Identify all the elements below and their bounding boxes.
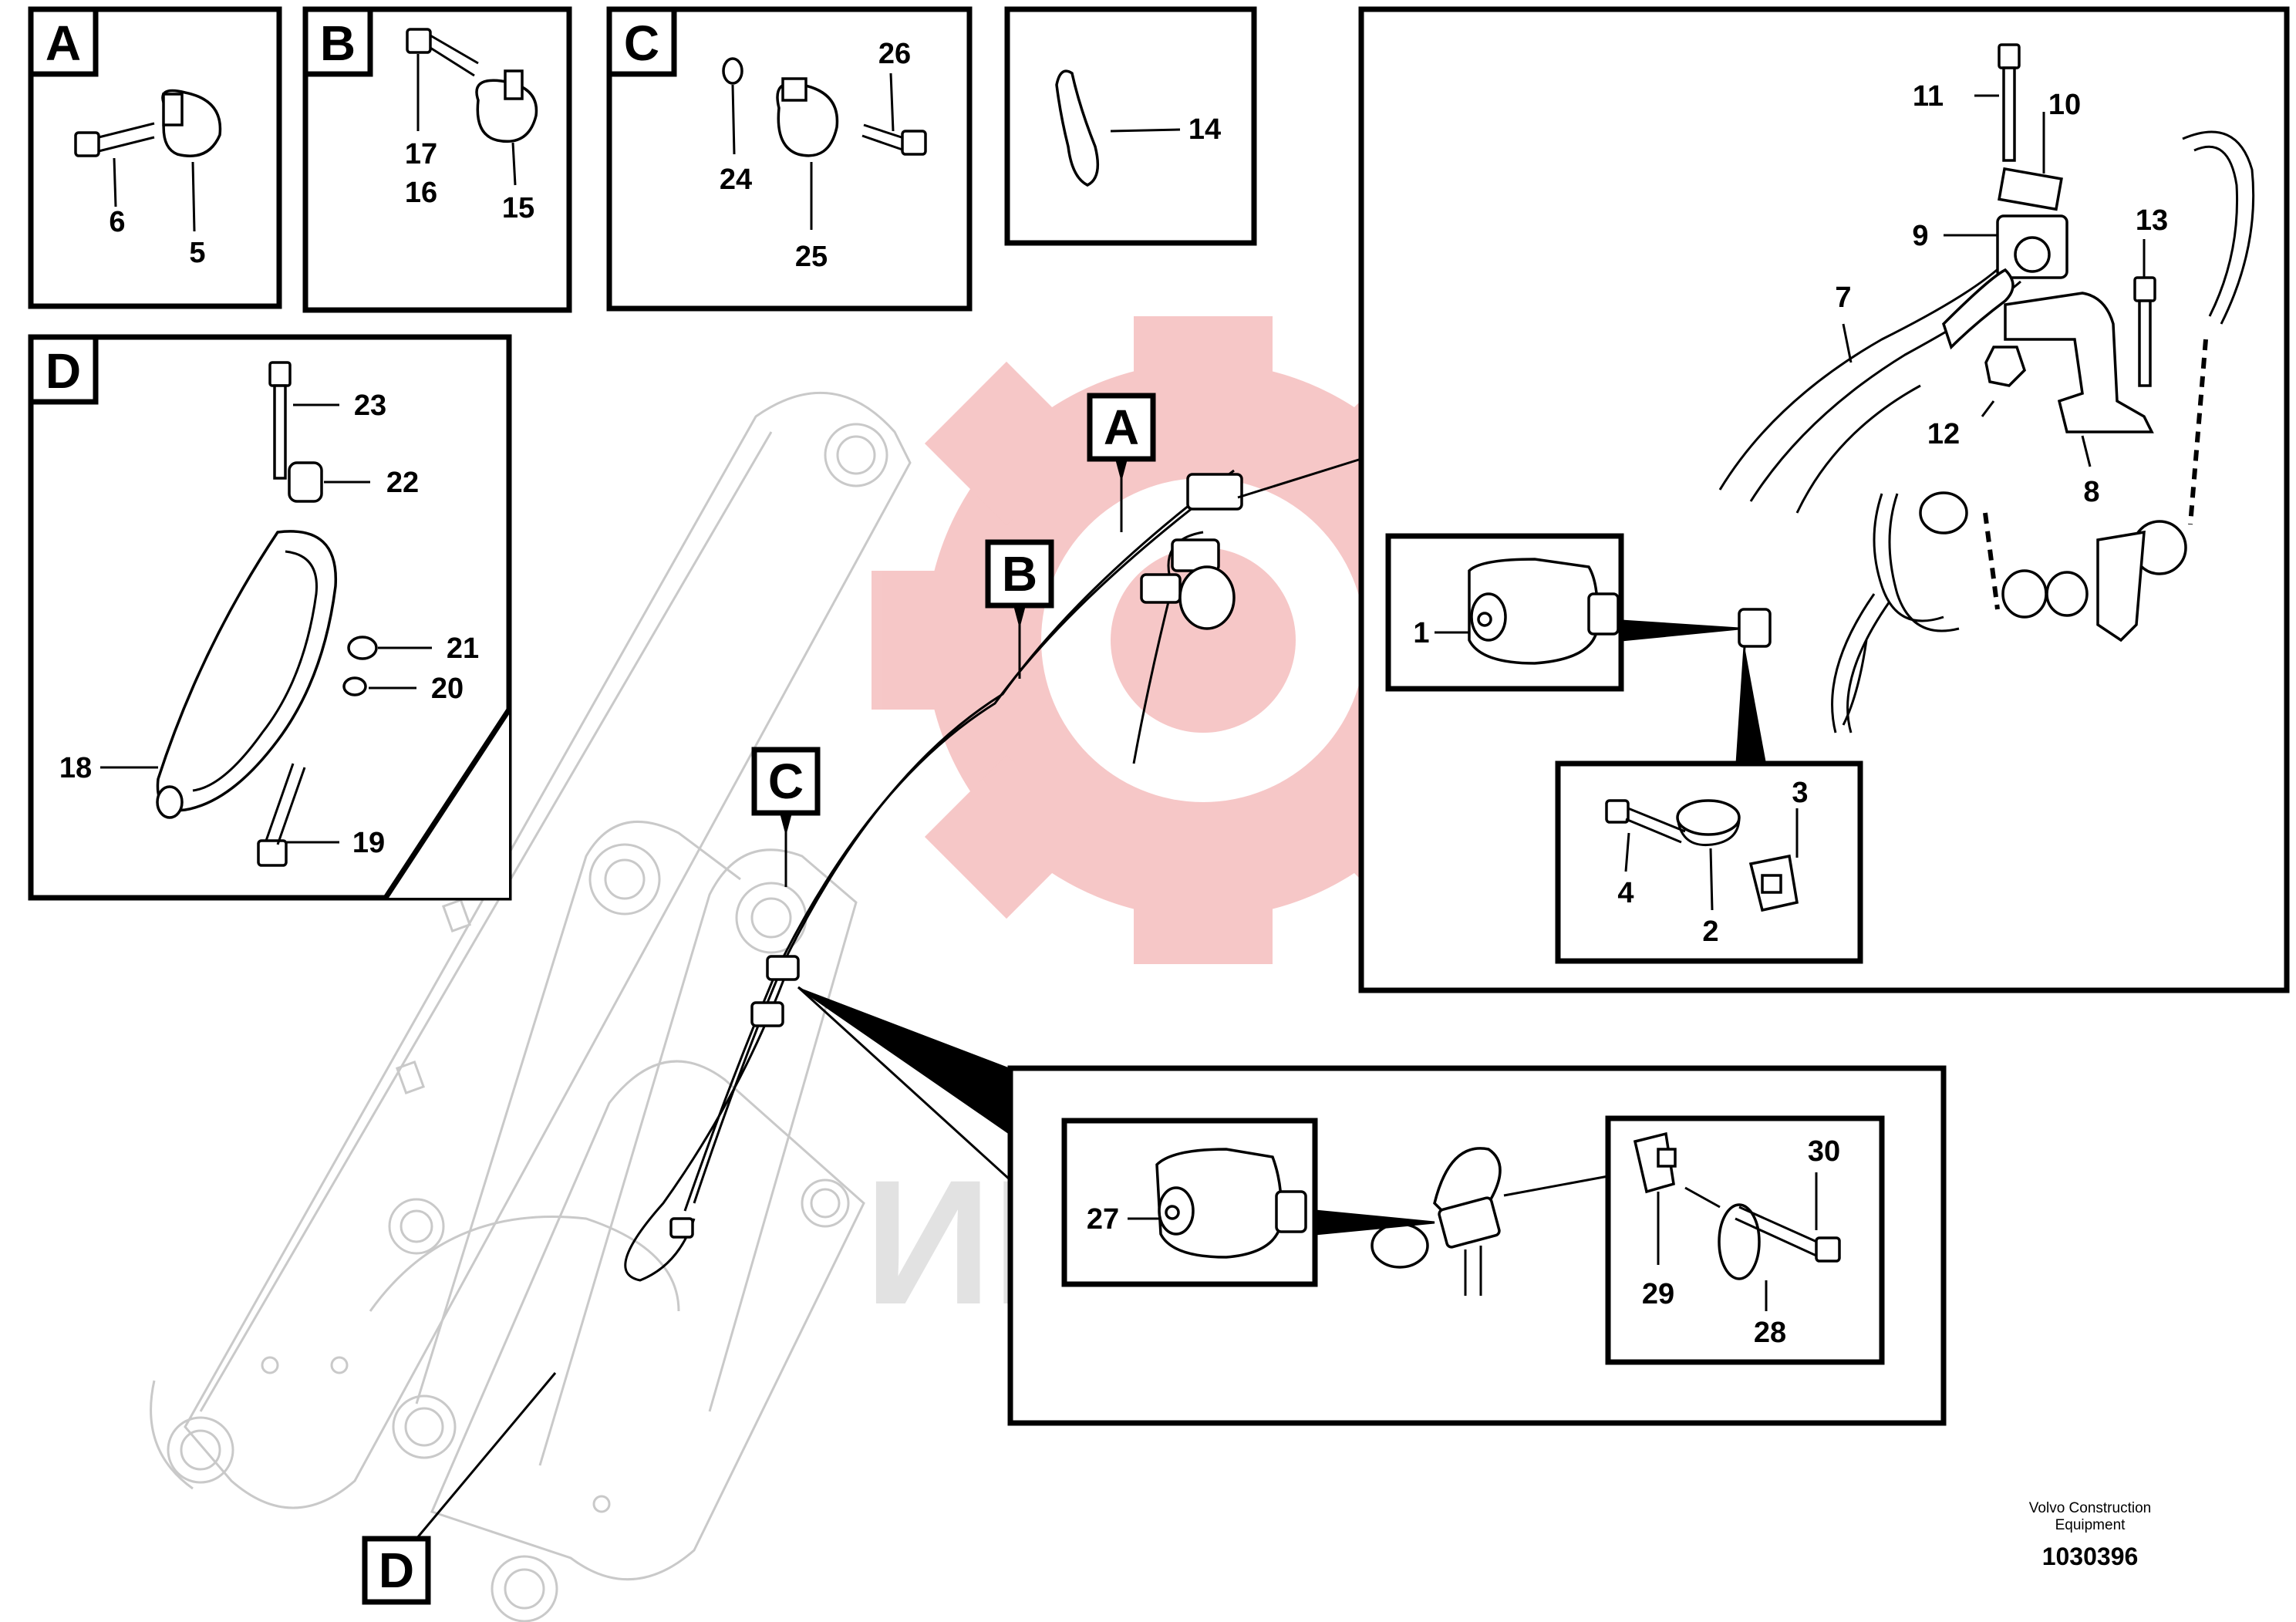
svg-text:23: 23 (354, 389, 386, 422)
clamp-icon (1684, 1186, 1761, 1280)
detail-b: B 17 16 15 (302, 6, 572, 313)
svg-text:22: 22 (386, 467, 419, 499)
callout-b: B (985, 539, 1054, 679)
bolt-icon (1735, 1206, 1841, 1263)
detail-cable-tie: 14 (1004, 6, 1257, 246)
svg-text:13: 13 (2136, 204, 2168, 237)
loader-boom (150, 392, 912, 1622)
svg-text:8: 8 (2083, 476, 2099, 508)
washer-icon (342, 636, 378, 696)
sensor-loop-icon (1371, 1147, 1502, 1296)
svg-text:19: 19 (352, 827, 385, 859)
svg-text:9: 9 (1912, 220, 1928, 252)
clamp-icon (161, 89, 222, 157)
pressure-sensor-icon (1468, 558, 1620, 665)
svg-text:7: 7 (1835, 282, 1851, 314)
svg-text:B: B (1002, 546, 1037, 602)
svg-text:C: C (624, 15, 659, 71)
svg-text:18: 18 (59, 752, 92, 784)
bracket-icon (2004, 292, 2154, 433)
svg-text:1: 1 (1413, 617, 1429, 649)
svg-text:24: 24 (720, 164, 752, 196)
pressure-sensor-icon (1155, 1148, 1307, 1259)
clamp-icon (1996, 167, 2068, 279)
detail-lower-sensor: 27 29 28 30 (1007, 1065, 1947, 1426)
svg-text:14: 14 (1188, 113, 1221, 146)
bolt-icon (406, 28, 479, 77)
loop-clamp-icon (156, 530, 337, 819)
bolt-icon (74, 122, 155, 157)
svg-text:3: 3 (1792, 777, 1808, 809)
svg-text:16: 16 (405, 177, 437, 209)
brand-line-1: Volvo Construction (2028, 1500, 2152, 1516)
nut-clip-icon (1748, 854, 1799, 912)
svg-text:17: 17 (405, 138, 437, 170)
detail-d: D 23 22 21 20 18 19 (28, 334, 512, 901)
svg-text:25: 25 (795, 241, 828, 273)
detail-c: C 24 25 26 (606, 6, 973, 312)
bolt-icon (257, 763, 306, 867)
brand-line-2: Equipment (2055, 1517, 2126, 1533)
svg-text:2: 2 (1702, 916, 1718, 948)
svg-text:12: 12 (1927, 418, 1960, 450)
detail-sensor-assembly: 4 2 3 11 10 9 13 7 12 8 1 (1358, 6, 2290, 993)
svg-text:10: 10 (2048, 89, 2081, 121)
bolt-icon (268, 361, 292, 480)
svg-text:30: 30 (1808, 1135, 1840, 1168)
boom-wiring-harness (624, 469, 1243, 1282)
svg-text:26: 26 (878, 38, 911, 70)
svg-text:C: C (768, 754, 804, 809)
cable-tie-icon (1055, 69, 1100, 187)
svg-text:4: 4 (1617, 877, 1633, 909)
svg-text:A: A (46, 15, 81, 71)
footer-brand: Volvo Construction Equipment (2013, 1500, 2167, 1534)
clamp-icon (475, 69, 538, 143)
svg-text:15: 15 (502, 192, 534, 224)
callout-c: C (751, 747, 821, 887)
svg-text:5: 5 (189, 237, 205, 269)
svg-text:11: 11 (1913, 80, 1944, 113)
svg-text:D: D (379, 1543, 414, 1598)
nut-clip-icon (1633, 1131, 1677, 1194)
clamp-icon (1676, 799, 1741, 847)
spacer-icon (288, 461, 323, 503)
bolt-icon (1605, 799, 1686, 844)
bolt-icon (1998, 43, 2021, 162)
sensor-fitting-icon (1919, 491, 2187, 642)
svg-text:27: 27 (1087, 1203, 1119, 1236)
svg-text:28: 28 (1754, 1317, 1786, 1349)
bolt-icon (861, 123, 927, 156)
svg-text:6: 6 (109, 206, 125, 238)
svg-text:21: 21 (447, 632, 479, 665)
detail-a: A 6 5 (28, 6, 282, 309)
hose-icon (1941, 268, 2014, 350)
svg-text:A: A (1104, 400, 1139, 455)
svg-text:20: 20 (431, 673, 464, 705)
svg-text:B: B (320, 15, 356, 71)
nut-icon (1984, 346, 2027, 387)
callout-a: A (1087, 393, 1156, 532)
svg-text:D: D (46, 343, 81, 399)
svg-text:29: 29 (1642, 1278, 1674, 1310)
washer-icon (722, 57, 743, 85)
drawing-number: 1030396 (2041, 1543, 2139, 1570)
clamp-icon (776, 77, 839, 157)
callout-d: D (362, 1372, 557, 1605)
